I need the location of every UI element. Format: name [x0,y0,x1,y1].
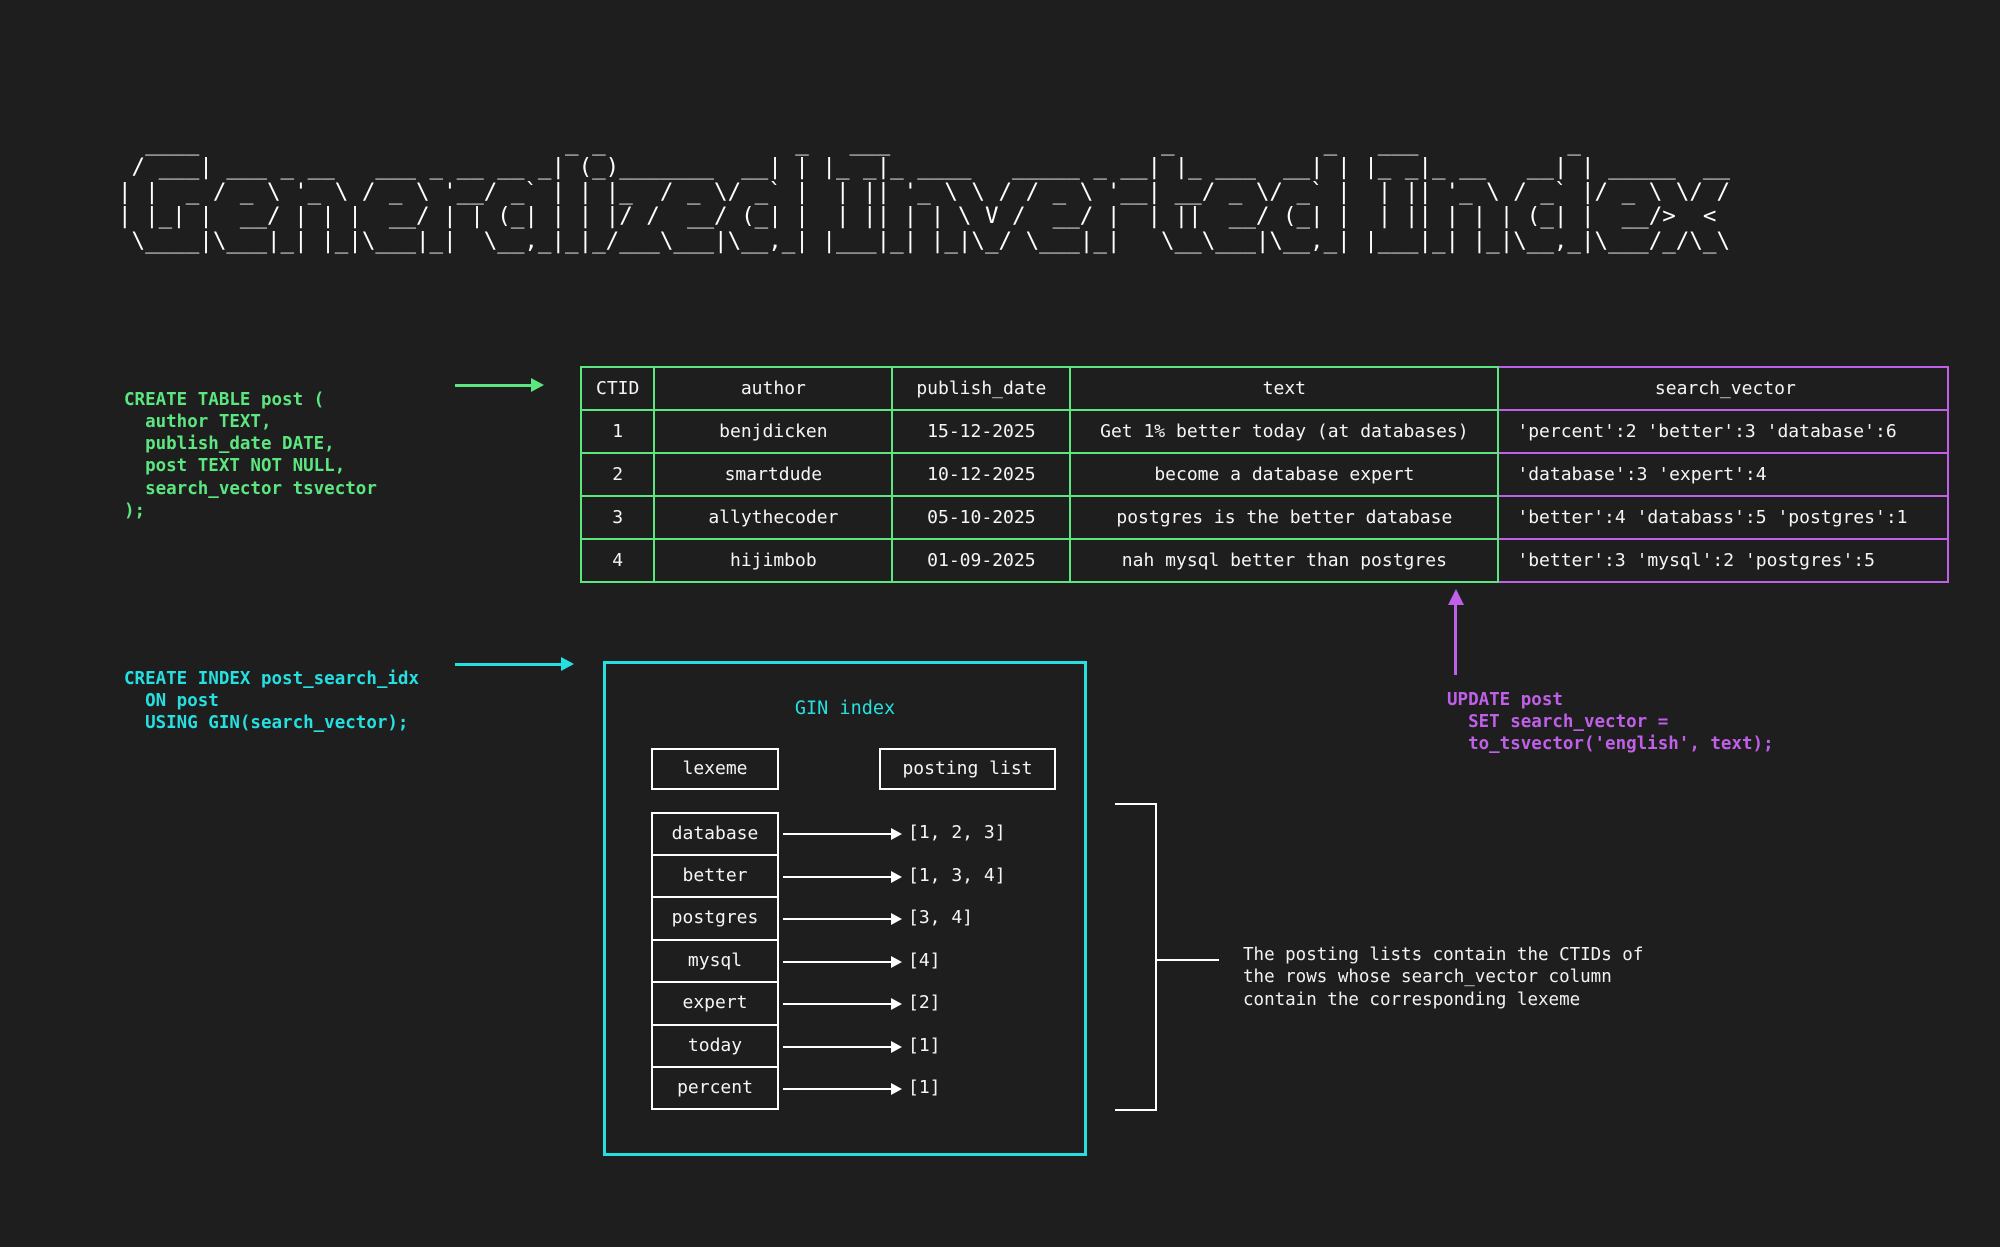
lexeme-cell: percent [651,1067,779,1110]
table-row: 4 hijimbob 01-09-2025 nah mysql better t… [579,538,1950,583]
cell-search-vector: 'database':3 'expert':4 [1497,452,1950,497]
posting-list-annotation: The posting lists contain the CTIDs of t… [1243,944,1644,1010]
gin-index-box: GIN index lexeme posting list database b… [603,661,1087,1156]
cell-search-vector: 'better':4 'databass':5 'postgres':1 [1497,495,1950,540]
posting-list-bracket [1115,803,1157,1111]
gin-header-lexeme: lexeme [651,748,779,790]
arrow-head [531,378,544,392]
arrow-update-to-search-vector-column [1448,589,1464,675]
cell-ctid: 3 [579,495,656,540]
arrow-head [891,1083,902,1095]
posting-list-value: [4] [908,949,941,971]
table-row: 2 smartdude 10-12-2025 become a database… [579,452,1950,497]
cell-text: postgres is the better database [1069,495,1500,540]
posting-list-value: [3, 4] [908,907,974,928]
posting-list-bracket-stem [1157,959,1219,961]
create-index-code-block: CREATE INDEX post_search_idx ON post USI… [124,668,420,734]
arrow-head [1448,589,1464,605]
update-statement-code-block: UPDATE post SET search_vector = to_tsvec… [1447,689,1774,755]
cell-publish-date: 15-12-2025 [891,409,1072,454]
cell-text: become a database expert [1069,452,1500,497]
arrow-head [891,828,902,840]
lexeme-cell: today [651,1024,779,1067]
column-header-author: author [653,366,894,411]
cell-text: Get 1% better today (at databases) [1069,409,1500,454]
column-header-search-vector: search_vector [1497,366,1950,411]
cell-publish-date: 10-12-2025 [891,452,1072,497]
page-title-ascii-art: ____ _ _ _ ___ _ _ ___ _ / ___| ___ _ __… [118,129,1730,254]
arrow-shaft [783,1003,893,1005]
cell-author: smartdude [653,452,894,497]
lexeme-cell: mysql [651,939,779,982]
posting-list-value: [1, 2, 3] [908,822,1006,843]
arrow-shaft [783,960,893,963]
posting-list-value: [1] [908,1034,941,1056]
arrow-shaft [783,1088,893,1090]
cell-author: benjdicken [653,409,894,454]
post-table: CTID author publish_date text search_vec… [579,366,1950,583]
arrow-head [891,870,902,883]
gin-header-row: lexeme posting list [606,748,1084,790]
arrow-shaft [783,1045,893,1048]
cell-ctid: 2 [579,452,656,497]
table-header-row: CTID author publish_date text search_vec… [579,366,1950,411]
create-table-code-block: CREATE TABLE post ( author TEXT, publish… [124,389,377,521]
cell-search-vector: 'percent':2 'better':3 'database':6 [1497,409,1950,454]
arrow-shaft [783,833,893,835]
table-row: 1 benjdicken 15-12-2025 Get 1% better to… [579,409,1950,454]
cell-ctid: 1 [579,409,656,454]
arrow-shaft [455,384,533,387]
arrow-head [891,955,902,968]
arrow-shaft [783,875,893,878]
arrow-head [891,1040,902,1053]
cell-author: allythecoder [653,495,894,540]
table-row: 3 allythecoder 05-10-2025 postgres is th… [579,495,1950,540]
cell-author: hijimbob [653,538,894,583]
arrow-head [891,913,902,925]
lexeme-cell: postgres [651,897,779,940]
gin-header-posting-list: posting list [879,748,1056,790]
gin-lexeme-stack: database better postgres mysql expert to… [651,812,779,1110]
column-header-ctid: CTID [579,366,656,411]
posting-list-value: [1] [908,1077,941,1098]
column-header-text: text [1069,366,1500,411]
gin-index-title: GIN index [794,698,896,719]
lexeme-cell: expert [651,982,779,1025]
posting-list-value: [1, 3, 4] [908,864,1006,886]
cell-publish-date: 05-10-2025 [891,495,1072,540]
arrow-head [891,998,902,1010]
lexeme-cell: better [651,854,779,897]
cell-publish-date: 01-09-2025 [891,538,1072,583]
arrow-shaft [1454,603,1457,675]
cell-search-vector: 'better':3 'mysql':2 'postgres':5 [1497,538,1950,583]
cell-ctid: 4 [579,538,656,583]
arrow-shaft [783,918,893,920]
arrow-shaft [455,663,563,666]
arrow-head [561,657,574,671]
posting-list-value: [2] [908,992,941,1013]
lexeme-cell: database [651,812,779,855]
cell-text: nah mysql better than postgres [1069,538,1500,583]
column-header-publish-date: publish_date [891,366,1072,411]
